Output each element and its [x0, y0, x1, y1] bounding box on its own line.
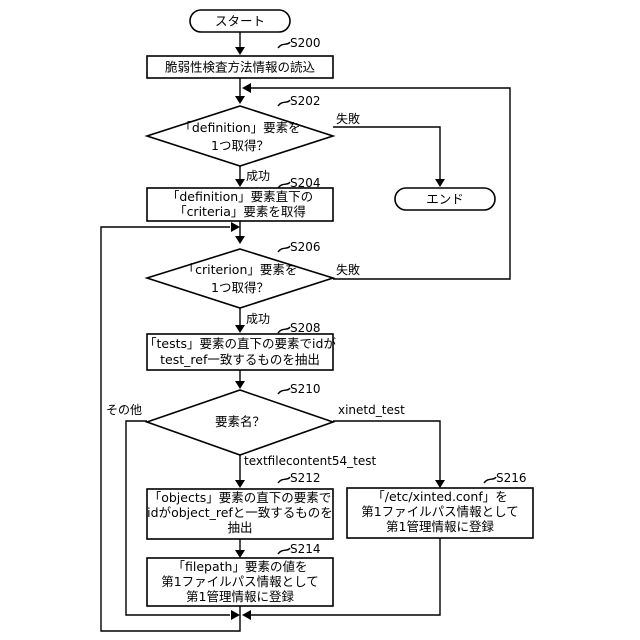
decision-s210: S210 要素名？ その他 xinetd_test textfileconten… [106, 382, 405, 468]
s204-text-1: 「criteria」要素を取得 [174, 204, 306, 219]
decision-s202: S202 「definition」要素を 1つ取得？ 成功 失敗 [147, 94, 360, 183]
end-label: エンド [426, 192, 464, 207]
s210-text-0: 要素名？ [215, 414, 265, 429]
step-label-s214: S214 [290, 542, 321, 556]
s206-yes-label: 成功 [246, 312, 270, 326]
decision-s206: S206 「criterion」要素を 1つ取得？ 成功 失敗 [147, 240, 360, 326]
step-label-s208: S208 [290, 321, 321, 335]
s202-text-0: 「definition」要素を [179, 120, 300, 135]
s212-text-1: idがobject_refと一致するものを [147, 505, 333, 520]
s202-no-label: 失敗 [336, 111, 360, 126]
s200-text-0: 脆弱性検査方法情報の読込 [165, 60, 316, 75]
s212-text-2: 抽出 [227, 520, 252, 535]
s204-text-0: 「definition」要素直下の [167, 189, 313, 204]
s216-text-0: 「/etc/xinted.conf」を [372, 489, 508, 504]
step-label-s216: S216 [496, 471, 527, 485]
s208-text-1: test_ref一致するものを抽出 [160, 352, 320, 367]
start-terminal: スタート [190, 10, 290, 32]
step-label-s212: S212 [290, 471, 321, 485]
step-label-s202: S202 [290, 94, 321, 108]
s216-text-1: 第1ファイルパス情報として [361, 504, 519, 519]
s202-yes-label: 成功 [246, 169, 270, 183]
s214-text-1: 第1ファイルパス情報として [161, 574, 319, 589]
s214-text-0: 「filepath」要素の値を [173, 559, 308, 574]
s216-text-2: 第1管理情報に登録 [386, 519, 494, 534]
s210-textfile-label: textfilecontent54_test [244, 454, 377, 468]
s208-text-0: 「tests」要素の直下の要素でidが [144, 336, 336, 351]
s206-no-label: 失敗 [336, 262, 360, 277]
s214-text-2: 第1管理情報に登録 [186, 589, 294, 604]
step-label-s206: S206 [290, 240, 321, 254]
s206-text-1: 1つ取得？ [211, 280, 269, 295]
s202-text-1: 1つ取得？ [211, 138, 269, 153]
start-label: スタート [215, 14, 265, 29]
step-label-s210: S210 [290, 382, 321, 396]
s206-text-0: 「criterion」要素を [183, 262, 298, 277]
end-terminal: エンド [395, 188, 495, 210]
s212-text-0: 「objects」要素の直下の要素で [149, 490, 332, 505]
s210-other-label: その他 [106, 403, 142, 417]
step-label-s200: S200 [290, 36, 321, 50]
s210-xinetd-label: xinetd_test [338, 403, 405, 417]
